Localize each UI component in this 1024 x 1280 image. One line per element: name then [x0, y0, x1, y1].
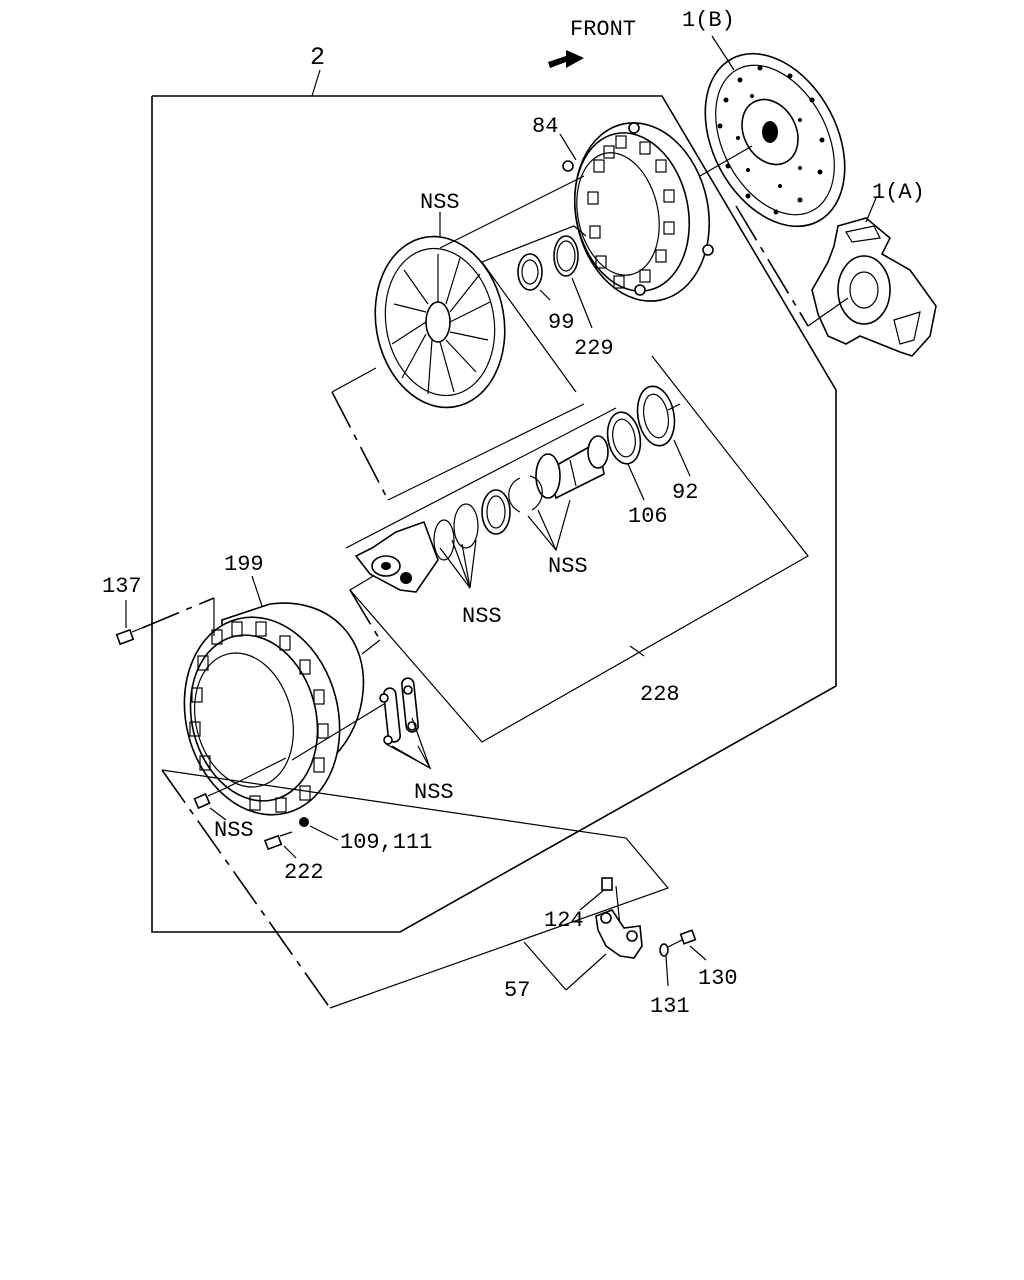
label-130: 130: [698, 966, 738, 991]
label-106: 106: [628, 504, 668, 529]
release-links: [379, 677, 419, 745]
front-label: FRONT: [570, 17, 636, 42]
bolt-222: [264, 831, 293, 851]
label-84: 84: [532, 114, 558, 139]
label-nss-links: NSS: [414, 780, 454, 805]
washer-92: [636, 385, 676, 447]
pressure-plate-cover-84: [562, 122, 714, 302]
bolt-137: [115, 627, 143, 646]
label-229: 229: [574, 336, 614, 361]
label-199: 199: [224, 552, 264, 577]
label-2: 2: [310, 43, 325, 72]
bracket-box-57: [161, 769, 670, 1009]
washer-109-111: [299, 817, 309, 827]
washer-106: [606, 411, 642, 465]
release-sleeve: [433, 435, 609, 561]
label-99: 99: [548, 310, 574, 335]
label-137: 137: [102, 574, 142, 599]
front-arrow-icon: [548, 50, 584, 68]
small-parts-box: [481, 225, 587, 393]
label-222: 222: [284, 860, 324, 885]
label-131: 131: [650, 994, 690, 1019]
diaphragm-spring-plate: [374, 235, 506, 409]
clutch-disc-1a: [811, 217, 937, 357]
washer-131: [659, 943, 669, 957]
release-fork-bracket: [595, 909, 643, 959]
label-109-111: 109,111: [340, 830, 432, 855]
clutch-disc-1b: [704, 52, 846, 228]
release-bearing-box-228: [345, 355, 809, 743]
label-1a: 1(A): [872, 180, 925, 205]
assembly-outline: [151, 69, 837, 933]
label-57: 57: [504, 978, 530, 1003]
label-nss-sleeve: NSS: [548, 554, 588, 579]
label-1b: 1(B): [682, 8, 735, 33]
bolt-124: [601, 877, 621, 927]
release-bearing: [354, 520, 439, 593]
label-124: 124: [544, 908, 584, 933]
label-nss-pin: NSS: [214, 818, 254, 843]
bolt-130: [665, 929, 697, 949]
pin: [193, 787, 227, 810]
clutch-housing-199: [183, 602, 365, 816]
label-228: 228: [640, 682, 680, 707]
label-nss-plate: NSS: [420, 190, 460, 215]
label-92: 92: [672, 480, 698, 505]
label-nss-bearing: NSS: [462, 604, 502, 629]
